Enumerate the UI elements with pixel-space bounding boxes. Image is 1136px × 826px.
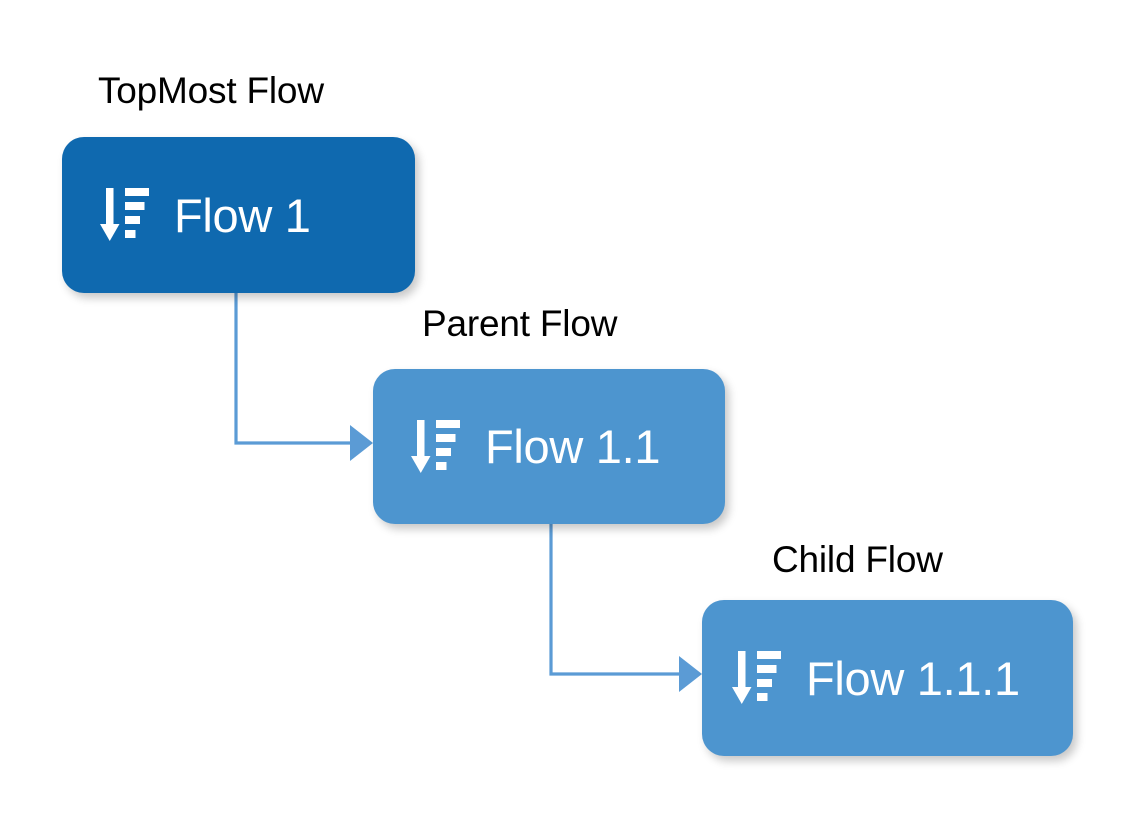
caption-parent-flow: Parent Flow xyxy=(422,303,618,344)
flow-node-label: Flow 1.1 xyxy=(485,420,661,473)
flow-sort-descending-icon xyxy=(411,419,460,473)
connector-flow11-to-flow111 xyxy=(549,524,702,692)
flow-node-content: Flow 1 xyxy=(62,186,415,244)
connector-flow1-to-flow11 xyxy=(234,292,373,461)
flow-node-content: Flow 1.1.1 xyxy=(702,649,1073,707)
caption-child-flow: Child Flow xyxy=(772,539,943,580)
flow-sort-descending-icon xyxy=(100,188,149,241)
flow-node-flow-1-1[interactable]: Flow 1.1 xyxy=(373,369,725,524)
flow-node-content: Flow 1.1 xyxy=(373,418,725,476)
arrowhead-icon xyxy=(350,425,373,461)
flow-node-label: Flow 1.1.1 xyxy=(806,651,1020,705)
caption-topmost-flow: TopMost Flow xyxy=(98,70,324,111)
flow-node-flow-1-1-1[interactable]: Flow 1.1.1 xyxy=(702,600,1073,756)
flow-node-flow-1[interactable]: Flow 1 xyxy=(62,137,415,293)
connector-line xyxy=(549,524,681,676)
flow-node-label: Flow 1 xyxy=(174,188,311,242)
flow-sort-descending-icon xyxy=(732,651,781,704)
connector-line xyxy=(234,292,352,445)
arrowhead-icon xyxy=(679,656,702,692)
